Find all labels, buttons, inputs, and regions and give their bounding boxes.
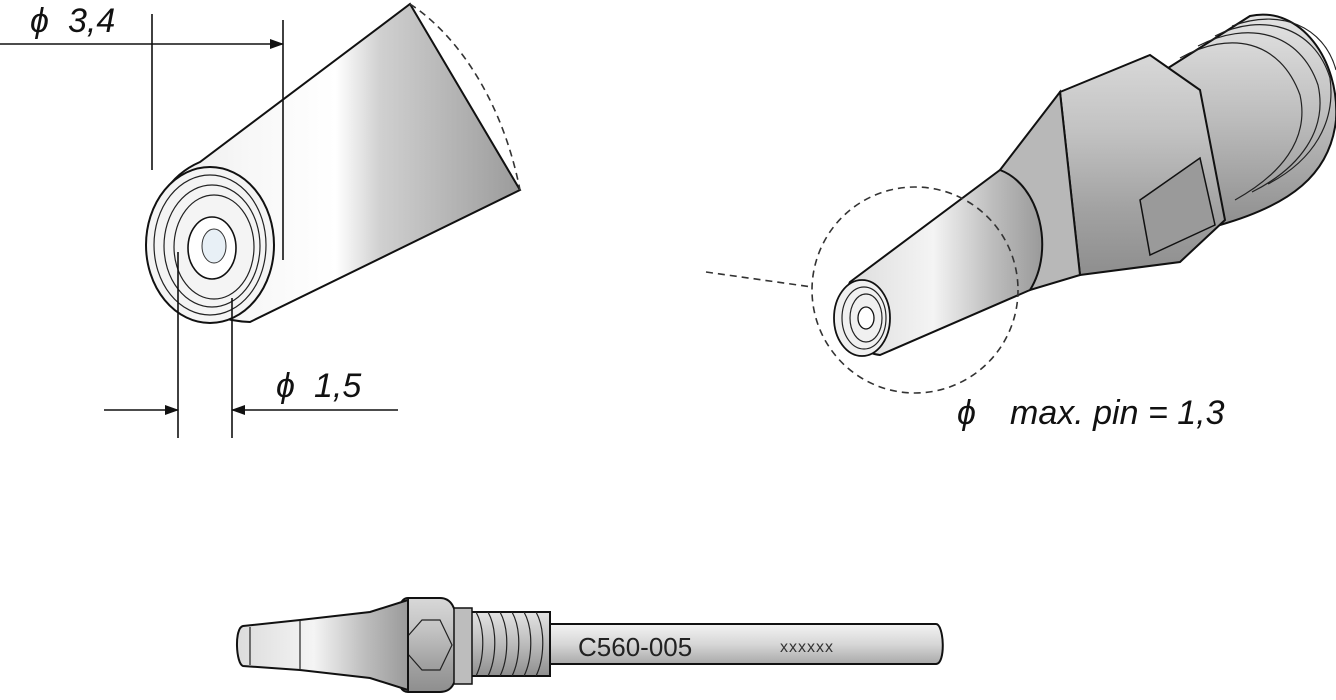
part-number: C560-005	[578, 632, 692, 662]
outer-diameter-symbol: ϕ	[30, 2, 49, 40]
break-line	[409, 3, 521, 191]
side-tip-cone	[236, 598, 409, 692]
nozzle-side-view: C560-005 xxxxxx	[236, 597, 944, 693]
detail-leader	[705, 271, 813, 288]
inner-diameter-value: 1,5	[314, 367, 361, 405]
max-pin-symbol: ϕ	[957, 394, 976, 432]
nozzle-hex-flat	[1139, 156, 1216, 257]
inner-diameter-symbol: ϕ	[276, 367, 295, 405]
nozzle-rod	[547, 623, 944, 665]
side-thread	[469, 611, 551, 677]
detail-circle	[811, 186, 1019, 394]
side-shoulder	[453, 607, 473, 685]
outer-diameter-value: 3,4	[68, 2, 115, 40]
nozzle-perspective-view: ϕ max. pin = 1,3	[705, 13, 1336, 432]
max-pin-label: max. pin = 1,3	[1010, 394, 1225, 432]
tip-detail-view: ϕ 3,4 ϕ 1,5	[0, 2, 522, 438]
serial-number: xxxxxx	[780, 639, 834, 656]
